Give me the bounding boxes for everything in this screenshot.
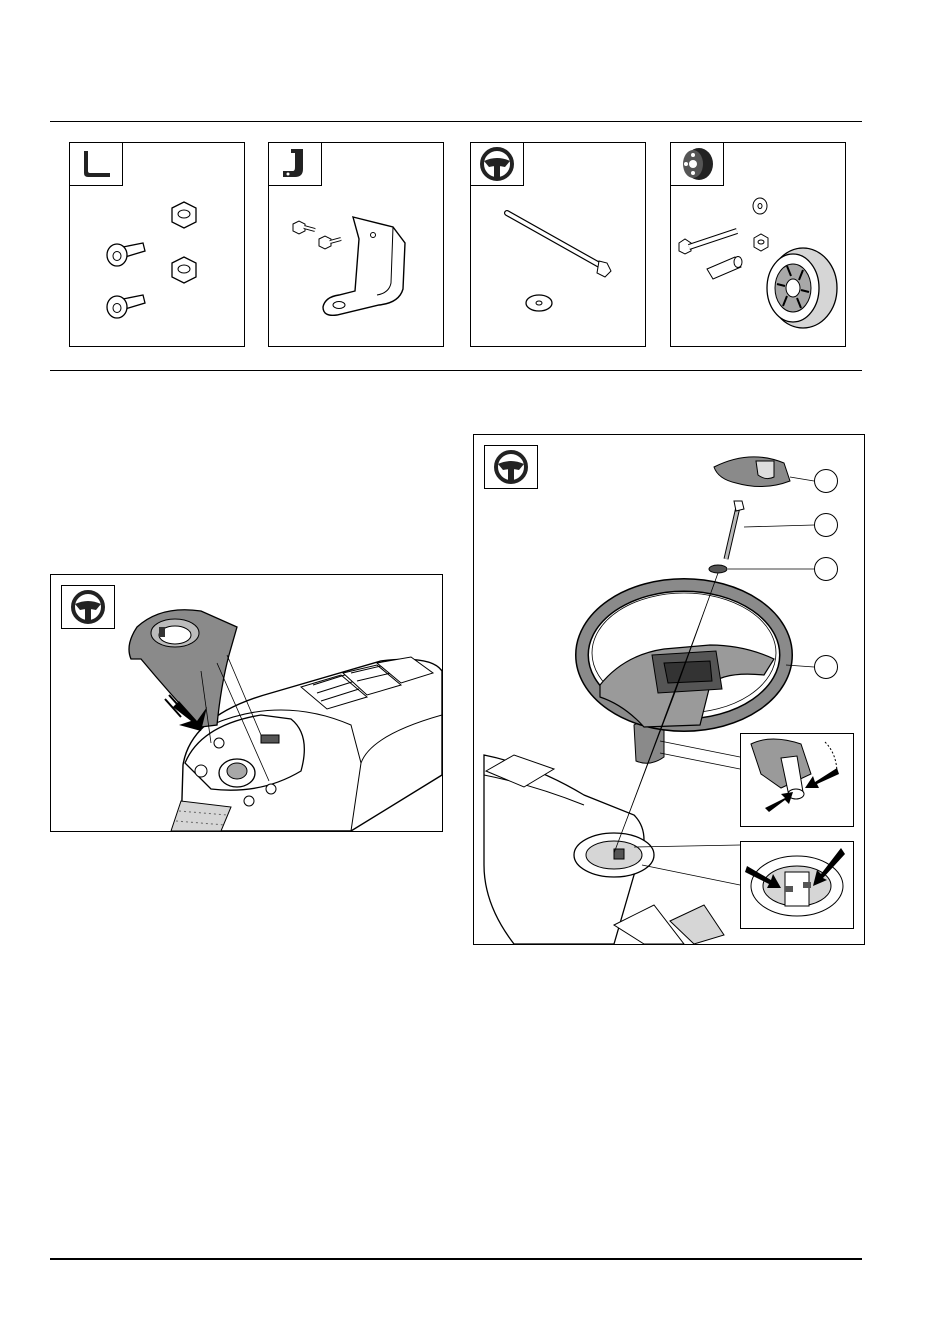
- callout-washer: [814, 557, 838, 581]
- screw-1: [107, 243, 145, 266]
- nut-2: [172, 257, 196, 283]
- callout-wheel: [814, 655, 838, 679]
- washer: [526, 295, 552, 311]
- callout-bolt: [814, 513, 838, 537]
- top-rule: [50, 121, 862, 122]
- kit-panel-wheel: [670, 142, 846, 347]
- figure-steering-cover: [50, 574, 443, 832]
- washer-small: [753, 198, 767, 214]
- wheel: [767, 248, 837, 328]
- footer-rule: [50, 1258, 862, 1260]
- kit-panel-screws: [69, 142, 245, 347]
- kit-bottom-rule: [50, 370, 862, 371]
- figure-steering-wheel-assembly: [473, 434, 865, 945]
- kit-panel-rod: [470, 142, 646, 347]
- washer: [709, 565, 727, 573]
- nut-1: [172, 202, 196, 228]
- bolt-1: [293, 221, 315, 234]
- detail-column-socket: [740, 841, 854, 929]
- callout-cap: [814, 469, 838, 493]
- steering-cap: [714, 457, 790, 487]
- spacer-tube: [707, 257, 742, 280]
- kit-panel-bracket: [268, 142, 444, 347]
- screw-2: [107, 295, 145, 318]
- bolt-2: [319, 236, 341, 249]
- axle-bolt: [679, 231, 737, 254]
- nut: [754, 234, 768, 251]
- detail-column-shaft: [740, 733, 854, 827]
